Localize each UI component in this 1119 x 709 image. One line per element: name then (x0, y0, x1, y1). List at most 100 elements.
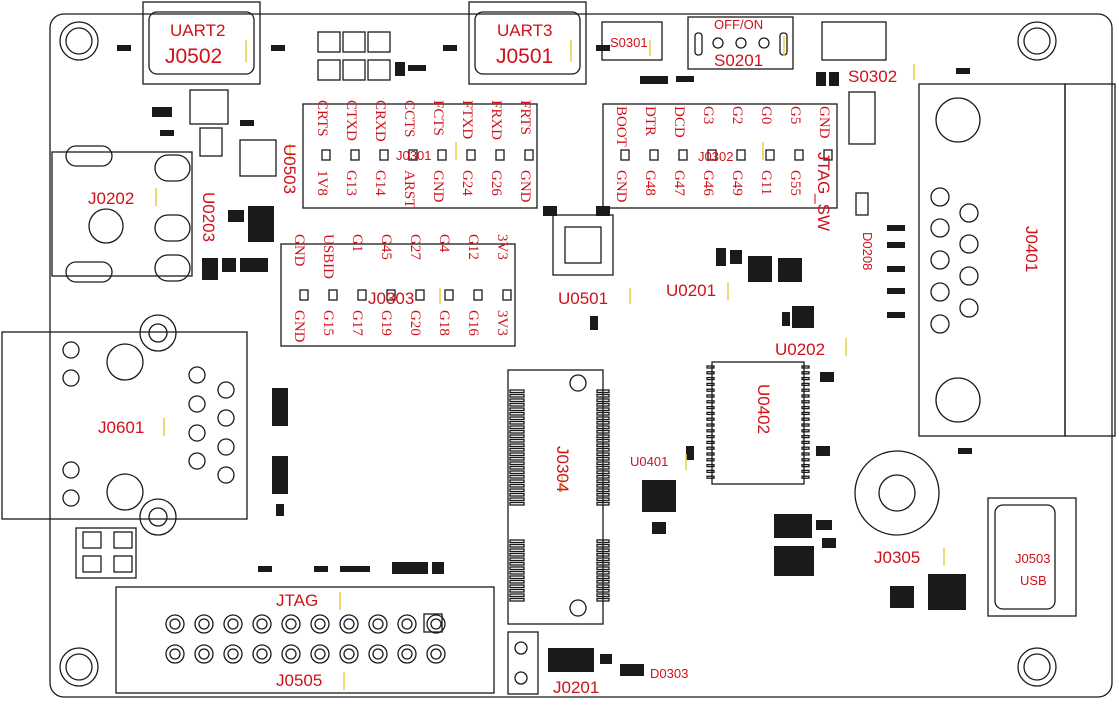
j0301-bottom-pin-label: ARST (401, 170, 417, 209)
m2-pin (596, 447, 610, 452)
j0303-top-pin-label: USBID (320, 234, 336, 280)
jtag-pin (281, 614, 301, 634)
header-pad (328, 289, 338, 301)
label-j0304: J0304 (553, 446, 572, 493)
header-pad (823, 149, 833, 161)
j0301-top-pin-label: FRTS (517, 100, 533, 135)
j0301-top-pin-label: FRXD (488, 100, 504, 141)
jtag-pin-hole (169, 648, 181, 660)
jtag-pin (368, 644, 388, 664)
header-pad (466, 149, 476, 161)
m2-pin (509, 461, 525, 466)
j0301-bottom-pin-label: G14 (372, 170, 388, 196)
m2-pin (596, 570, 610, 575)
ic-pin (706, 458, 715, 462)
label-j0401: J0401 (1022, 226, 1041, 273)
ic-pin (706, 400, 715, 404)
label-u0501: U0501 (558, 289, 609, 308)
ic-pin (801, 458, 810, 462)
j0302-bottom-pin-label: G55 (787, 170, 803, 196)
m2-pin (509, 447, 525, 452)
jtag-pin (310, 614, 330, 634)
label-j0201: J0201 (553, 678, 600, 697)
header-pad (415, 289, 425, 301)
header-pad (408, 149, 418, 161)
m2-pin (596, 411, 610, 416)
j0302-bottom-pin-label: G11 (758, 170, 774, 196)
m2-pin (596, 588, 610, 593)
label-s0201: S0201 (714, 51, 764, 70)
m2-pin (596, 470, 610, 475)
m2-pin (509, 465, 525, 470)
j0301-top-pin-label: CTXD (343, 100, 359, 141)
m2-pin (596, 593, 610, 598)
m2-pin (596, 561, 610, 566)
m2-pin (509, 488, 525, 493)
jtag-pin-hole (256, 648, 268, 660)
m2-pin (509, 479, 525, 484)
m2-pin (596, 465, 610, 470)
label-d0303: D0303 (650, 666, 689, 681)
j0301-top-pin-label: CRTS (314, 100, 330, 137)
m2-pin (596, 402, 610, 407)
ic-pin (706, 411, 715, 416)
label-u0503: U0503 (280, 144, 299, 195)
label-j0503: J0503 (1015, 551, 1051, 566)
label-j0501: J0501 (496, 45, 554, 68)
ic-pin (706, 394, 715, 398)
jtag-pin (339, 614, 359, 634)
jtag-pin (368, 614, 388, 634)
j0303-top-pin-label: G12 (465, 234, 481, 260)
ic-pin (801, 388, 810, 392)
ic-pin (706, 376, 715, 381)
ic-pin (706, 475, 715, 479)
ic-pin (706, 388, 715, 392)
m2-pin (509, 575, 525, 580)
jtag-pin-hole (256, 618, 268, 630)
jtag-pin-hole (430, 618, 442, 630)
j0303-bottom-pin-label: G20 (407, 310, 423, 336)
j0302-top-pin-label: BOOT (613, 106, 629, 147)
j0302-bottom-pin-label: GND (613, 170, 629, 203)
header-pad (379, 149, 389, 161)
header-pad (524, 149, 534, 161)
ic-pin (801, 463, 810, 468)
m2-pin (509, 411, 525, 416)
m2-pin (596, 461, 610, 466)
label-jtag-sw: JTAG_SW (814, 152, 833, 232)
ic-pin (801, 411, 810, 416)
ic-pin (801, 446, 810, 450)
header-pad (794, 149, 804, 161)
label-uart2: UART2 (170, 21, 226, 40)
j0302-top-pin-label: DCD (671, 106, 687, 138)
m2-pin (509, 438, 525, 443)
m2-pin (596, 579, 610, 584)
jtag-pin-hole (169, 618, 181, 630)
header-pad (357, 289, 367, 301)
ic-pin (801, 376, 810, 381)
header-pad (444, 289, 454, 301)
jtag-pin-hole (372, 618, 384, 630)
m2-pin (596, 501, 610, 506)
jtag-pin-hole (343, 618, 355, 630)
m2-pin (596, 398, 610, 403)
j0303-top-pin-label: G45 (378, 234, 394, 260)
header-pad (321, 149, 331, 161)
ic-pin (801, 469, 810, 474)
j0303-top-pin-label: G4 (436, 234, 452, 253)
jtag-pin-hole (314, 648, 326, 660)
m2-pin (596, 597, 610, 602)
jtag-pin (252, 614, 272, 634)
header-pad (299, 289, 309, 301)
m2-pin (509, 452, 525, 457)
m2-pin (596, 543, 610, 548)
ic-pin (706, 405, 715, 410)
jtag-pin (252, 644, 272, 664)
m2-pin (509, 474, 525, 479)
j0302-bottom-pin-label: G47 (671, 170, 687, 196)
m2-pin (596, 429, 610, 434)
jtag-pin-hole (285, 618, 297, 630)
j0301-bottom-pin-label: G13 (343, 170, 359, 196)
header-pad (386, 289, 396, 301)
ic-pin (801, 429, 810, 433)
